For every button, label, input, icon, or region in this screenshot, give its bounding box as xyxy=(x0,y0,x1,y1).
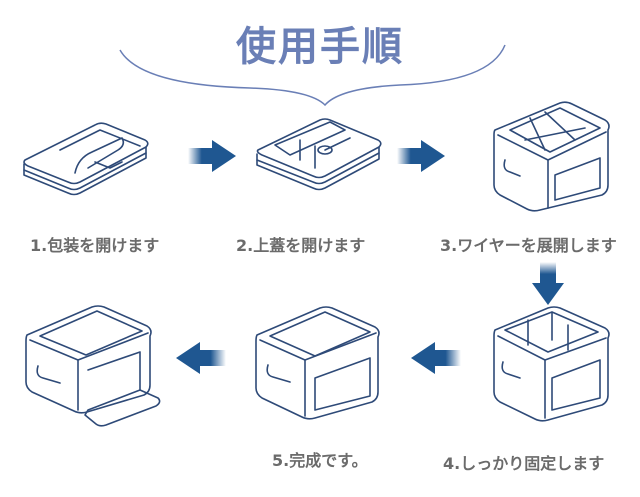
page-title: 使用手順 xyxy=(236,24,404,70)
step-5-illustration xyxy=(255,306,380,420)
step-3-illustration xyxy=(493,101,610,212)
arrow-step1-to-step2 xyxy=(188,140,236,172)
step-2-illustration xyxy=(256,118,382,191)
step-3-label: 3.ワイヤーを展開します xyxy=(440,236,617,255)
arrow-step3-to-step4 xyxy=(532,262,564,305)
step-4-label: 4.しっかり固定します xyxy=(443,454,605,473)
step-5-label: 5.完成です。 xyxy=(272,451,368,470)
step-1-illustration xyxy=(23,122,149,196)
arrow-step5-to-final xyxy=(176,342,226,374)
step-4-illustration xyxy=(493,306,610,422)
arrow-step2-to-step3 xyxy=(397,140,445,172)
step-1-label: 1.包装を開けます xyxy=(30,236,160,255)
arrow-step4-to-step5 xyxy=(411,342,461,374)
title-brace xyxy=(119,44,506,107)
step-2-label: 2.上蓋を開けます xyxy=(236,236,366,255)
final-illustration xyxy=(25,305,161,427)
